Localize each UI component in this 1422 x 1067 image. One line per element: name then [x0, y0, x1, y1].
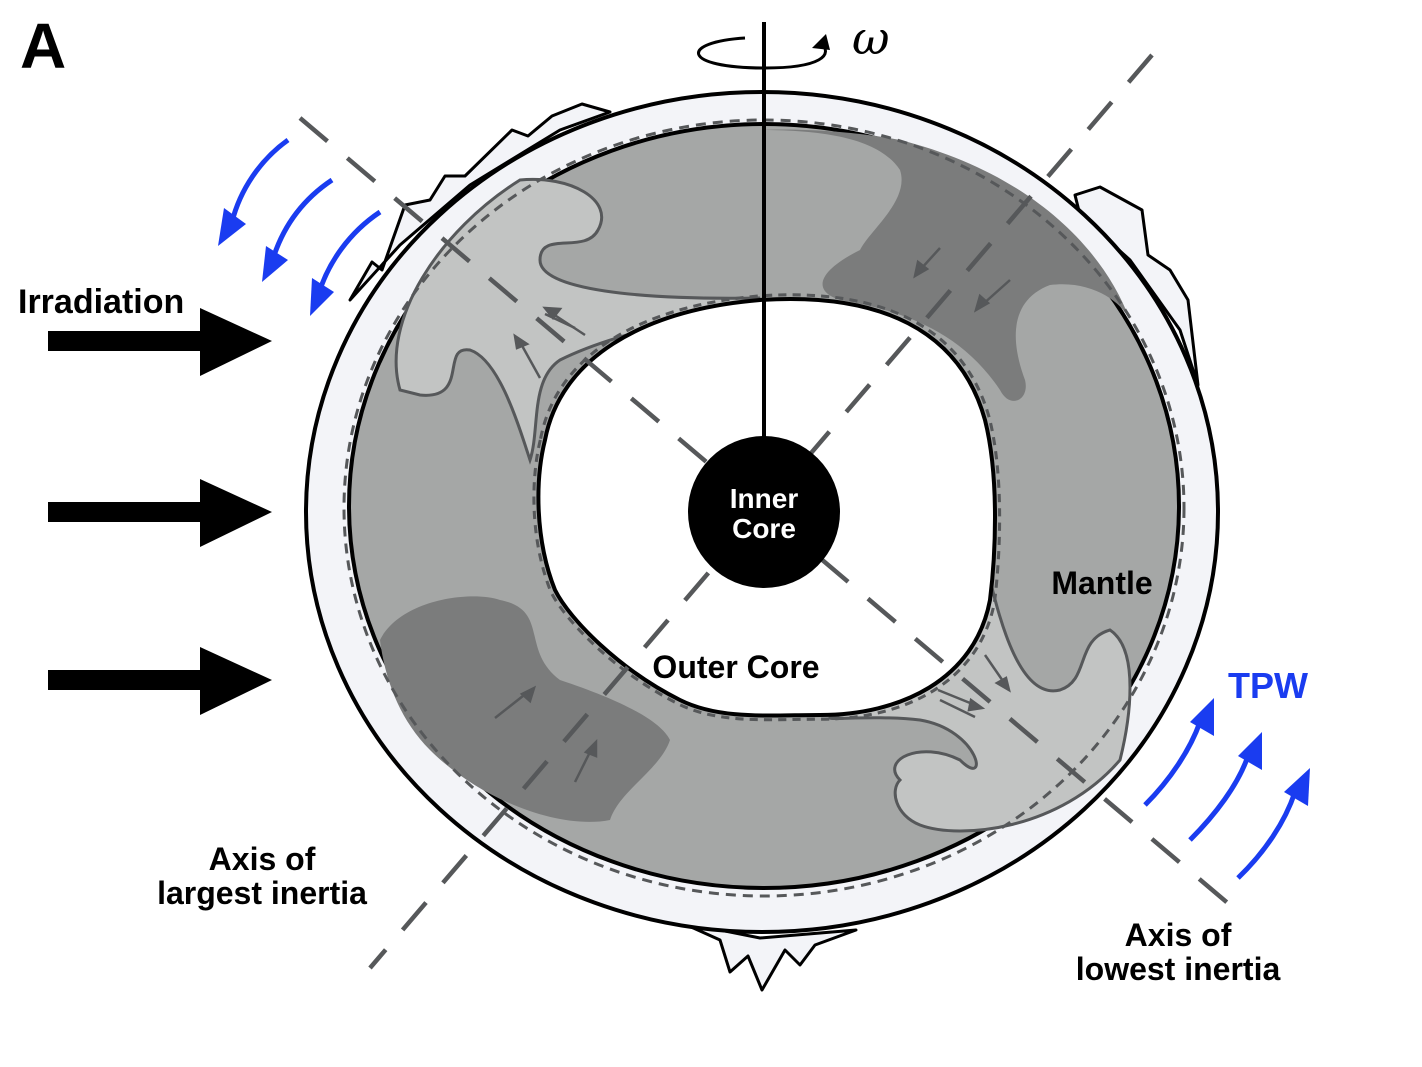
rotation-arrowhead: [812, 34, 830, 50]
tpw-label: TPW: [1228, 665, 1308, 706]
panel-label: A: [20, 10, 66, 82]
axis-lowest-inertia: [298, 116, 1232, 907]
tpw-arrowheads-bottom-right: [1190, 698, 1310, 806]
mantle-convection-dark: [380, 129, 1130, 822]
tpw-arrows-top-left: [229, 137, 382, 297]
outer-core-label: Outer Core: [652, 649, 819, 685]
irradiation-label: Irradiation: [18, 283, 184, 321]
inner-core-label-line2: Core: [732, 513, 796, 544]
outer-core-boundary-dashed: [532, 293, 1002, 722]
lowest-inertia-label-line2: lowest inertia: [1076, 951, 1281, 987]
rotation-arrow: [697, 36, 827, 70]
tpw-arrows-bottom-right: [1143, 721, 1298, 880]
inner-core: [688, 436, 840, 588]
lowest-inertia-label-line1: Axis of: [1125, 917, 1232, 953]
tpw-arrowheads-top-left: [218, 208, 334, 316]
mantle-flow-arrows: [494, 247, 1011, 783]
largest-inertia-label-line2: largest inertia: [157, 875, 367, 911]
axis-largest-inertia: [368, 53, 1154, 970]
irradiation-arrows: [48, 308, 272, 715]
largest-inertia-label-line1: Axis of: [209, 841, 316, 877]
mantle-boundary-dashed: [342, 118, 1186, 898]
rotation-indicator: ω: [697, 11, 890, 70]
omega-symbol: ω: [852, 11, 890, 65]
inner-core-label-line1: Inner: [730, 483, 799, 514]
mantle-label: Mantle: [1051, 565, 1152, 601]
inertia-axes: [298, 53, 1232, 970]
